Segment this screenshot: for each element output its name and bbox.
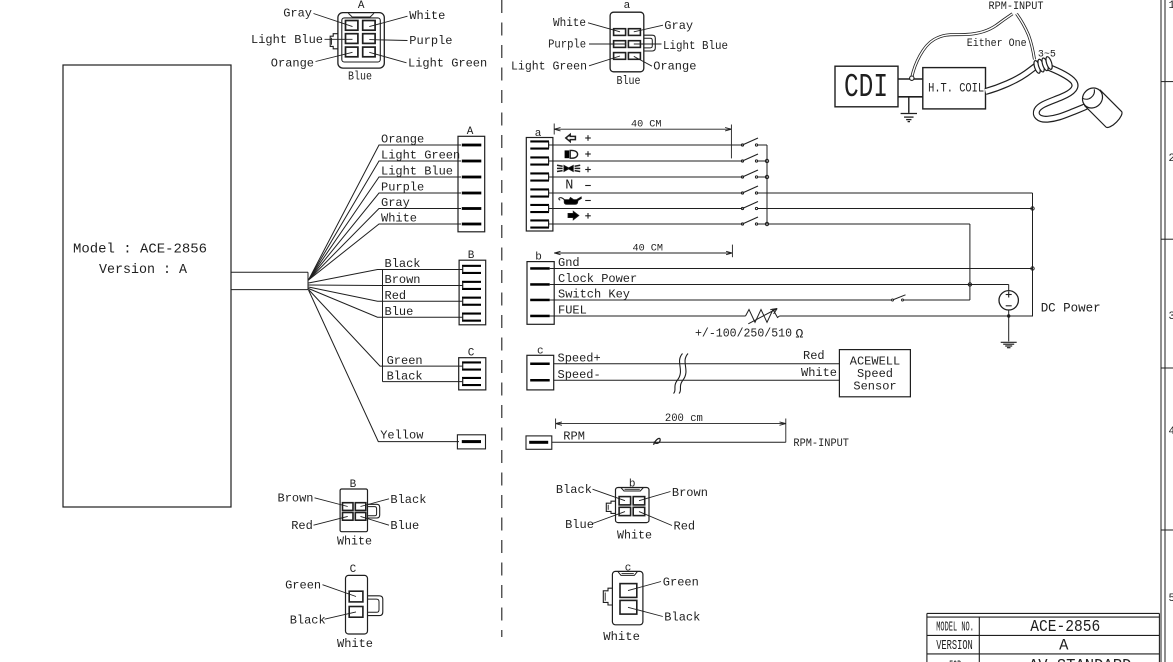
svg-text:RPM-INPUT: RPM-INPUT (989, 1, 1044, 13)
svg-text:CDI: CDI (844, 69, 888, 107)
svg-text:RPM: RPM (563, 429, 585, 443)
svg-text:c: c (625, 563, 632, 575)
svg-text:Blue: Blue (617, 74, 641, 88)
svg-text:White: White (801, 366, 837, 380)
svg-text:Light Blue: Light Blue (251, 33, 323, 47)
svg-text:Light Blue: Light Blue (663, 39, 728, 53)
svg-text:B: B (350, 479, 357, 491)
svg-text:Blue: Blue (385, 305, 414, 319)
svg-text:A: A (1059, 636, 1069, 654)
svg-text:Yellow: Yellow (380, 429, 424, 443)
svg-text:5: 5 (1169, 593, 1173, 605)
svg-text:White: White (337, 637, 373, 651)
svg-text:N: N (565, 179, 573, 194)
svg-text:FOR: FOR (949, 659, 961, 662)
svg-text:Gray: Gray (283, 6, 312, 20)
svg-text:a: a (624, 0, 631, 12)
svg-text:Purple: Purple (381, 181, 424, 195)
svg-text:FUEL: FUEL (558, 304, 587, 318)
svg-text:A: A (467, 126, 474, 138)
svg-text:Clock Power: Clock Power (558, 272, 637, 286)
svg-text:3: 3 (1169, 311, 1173, 323)
svg-text:40 CM: 40 CM (633, 243, 664, 255)
svg-text:Black: Black (390, 493, 426, 507)
svg-text:Switch Key: Switch Key (558, 288, 630, 302)
svg-text:C: C (468, 348, 475, 360)
svg-text:White: White (409, 9, 445, 23)
svg-text:Either One: Either One (967, 38, 1027, 50)
svg-text:Red: Red (803, 349, 825, 363)
svg-text:Speed: Speed (857, 367, 893, 381)
svg-text:Blue: Blue (565, 518, 594, 532)
svg-text:Light Green: Light Green (381, 149, 460, 163)
svg-text:Green: Green (663, 576, 699, 590)
svg-text:Blue: Blue (348, 69, 372, 83)
svg-text:White: White (381, 212, 417, 226)
svg-text:Purple: Purple (409, 34, 452, 48)
svg-text:Red: Red (385, 289, 407, 303)
svg-text:RPM-INPUT: RPM-INPUT (793, 438, 849, 450)
svg-text:a: a (535, 128, 542, 140)
svg-text:Black: Black (664, 611, 700, 625)
svg-text:B: B (468, 250, 475, 262)
svg-text:Gnd: Gnd (558, 256, 580, 270)
svg-text:A: A (358, 0, 365, 12)
svg-text:Light Green: Light Green (511, 60, 587, 74)
svg-text:C: C (350, 564, 357, 576)
svg-text:DC Power: DC Power (1041, 301, 1101, 315)
svg-text:H.T. COIL: H.T. COIL (928, 82, 984, 96)
svg-text:Blue: Blue (390, 519, 419, 533)
svg-text:Light Blue: Light Blue (381, 165, 453, 179)
svg-text:Black: Black (556, 483, 592, 497)
svg-text:c: c (537, 346, 544, 358)
svg-text:200 cm: 200 cm (665, 413, 703, 425)
svg-text:Version : A: Version : A (99, 262, 188, 278)
svg-text:Speed-: Speed- (558, 368, 601, 382)
svg-text:Gray: Gray (381, 196, 410, 210)
svg-text:Ω: Ω (796, 326, 804, 341)
svg-text:b: b (535, 252, 542, 264)
svg-text:Orange: Orange (653, 60, 696, 74)
svg-text:MODEL NO.: MODEL NO. (936, 621, 974, 636)
svg-text:3~5: 3~5 (1038, 49, 1056, 61)
svg-text:Orange: Orange (381, 133, 424, 147)
svg-text:White: White (553, 16, 586, 30)
svg-text:40 CM: 40 CM (631, 119, 662, 131)
svg-text:Brown: Brown (385, 273, 421, 287)
svg-text:b: b (629, 479, 636, 491)
svg-text:AV-STANDARD: AV-STANDARD (1029, 657, 1132, 662)
svg-text:Purple: Purple (548, 38, 586, 52)
svg-text:VERSION: VERSION (936, 638, 973, 654)
svg-text:Black: Black (290, 614, 326, 628)
svg-text:Light Green: Light Green (408, 57, 487, 71)
svg-text:2: 2 (1169, 153, 1173, 165)
svg-text:Green: Green (285, 579, 321, 593)
svg-text:4: 4 (1169, 426, 1173, 438)
svg-text:+/-100/250/510: +/-100/250/510 (695, 327, 792, 340)
svg-text:Red: Red (291, 519, 313, 533)
svg-text:ACEWELL: ACEWELL (850, 354, 900, 368)
svg-text:Red: Red (674, 520, 696, 534)
svg-text:Black: Black (387, 369, 423, 383)
svg-text:Gray: Gray (664, 19, 693, 33)
svg-text:Model : ACE-2856: Model : ACE-2856 (73, 242, 207, 258)
svg-text:Brown: Brown (672, 486, 708, 500)
svg-text:Sensor: Sensor (853, 380, 896, 394)
svg-text:White: White (617, 528, 652, 542)
svg-text:ACE-2856: ACE-2856 (1030, 618, 1100, 637)
svg-text:White: White (337, 534, 372, 548)
svg-text:White: White (603, 630, 640, 644)
svg-text:Brown: Brown (278, 492, 314, 506)
svg-text:Green: Green (387, 354, 423, 368)
svg-text:Orange: Orange (271, 57, 314, 71)
svg-text:Black: Black (385, 257, 421, 271)
svg-text:1: 1 (1169, 0, 1173, 12)
svg-text:Speed+: Speed+ (558, 352, 601, 366)
